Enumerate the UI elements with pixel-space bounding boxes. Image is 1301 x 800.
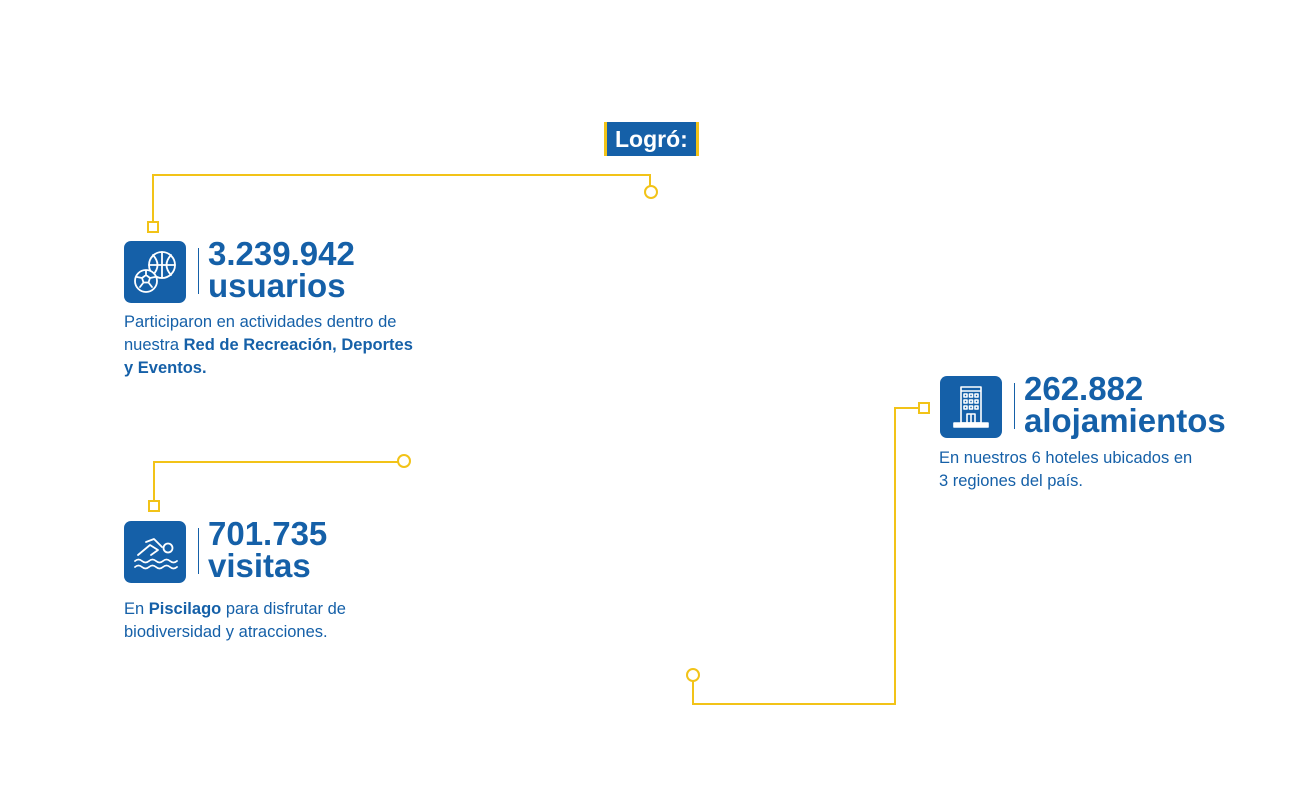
connector-dot-alojamientos [686,668,700,682]
connector-dot-usuarios [644,185,658,199]
desc-text-end: para disfrutar de biodiversidad y atracc… [124,600,346,641]
desc-highlight: Piscilago [148,600,222,618]
connector-square-alojamientos [918,402,930,414]
desc-text: En nuestros 6 hoteles ubicados en 3 regi… [939,449,1193,490]
desc-text: Participaron en actividades dentro de nu… [124,313,397,354]
achieved-badge: Logró: [604,122,699,156]
hotel-building-icon [940,376,1002,438]
stat-usuarios: 3.239.942 usuarios [208,235,355,304]
stat-number: 262.882 [1024,370,1144,407]
stat-unit: usuarios [208,267,346,304]
stat-alojamientos: 262.882 alojamientos [1024,370,1226,439]
separator-alojamientos [1014,383,1015,429]
connector-usuarios [152,174,651,222]
swimmer-icon [124,521,186,583]
stat-description: Participaron en actividades dentro de nu… [124,311,414,380]
stat-unit: alojamientos [1024,402,1226,439]
desc-text: En [124,600,149,618]
separator-usuarios [198,248,199,294]
stat-number: 3.239.942 [208,235,355,272]
connector-visitas [153,461,398,501]
separator-visitas [198,528,199,574]
stat-unit: visitas [208,547,311,584]
connector-alojamientos [692,407,919,705]
connector-dot-visitas [397,454,411,468]
connector-square-visitas [148,500,160,512]
stat-number: 701.735 [208,515,328,552]
stat-description: En Piscilago para disfrutar de biodivers… [124,598,374,644]
connector-square-usuarios [147,221,159,233]
sports-balls-icon [124,241,186,303]
stat-visitas: 701.735 visitas [208,515,328,584]
desc-highlight: Red de Recreación, Deportes y Eventos. [124,336,413,377]
stat-description: En nuestros 6 hoteles ubicados en 3 regi… [939,447,1199,493]
